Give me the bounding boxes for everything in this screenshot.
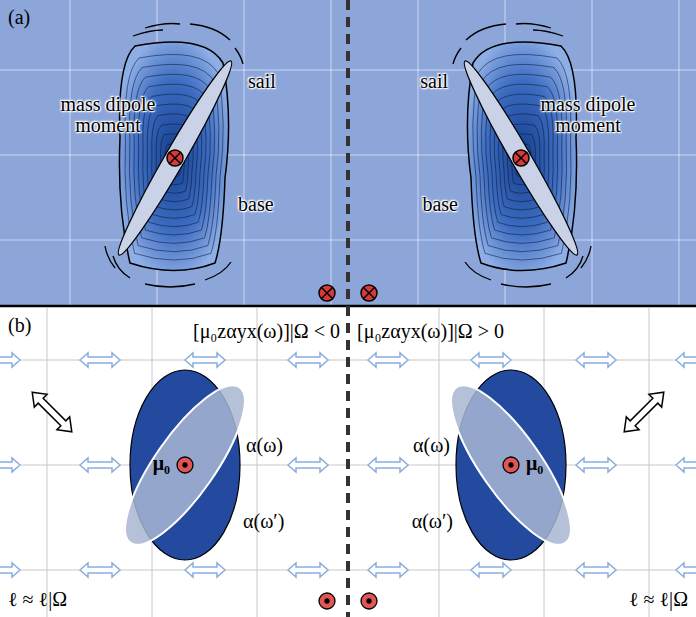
- field-arrow: [80, 458, 120, 472]
- part-label: mass dipole moment: [536, 94, 640, 136]
- part-label: base: [238, 193, 274, 215]
- polarizability-label: α(ω′): [412, 510, 453, 532]
- polarizability-label: α(ω): [413, 434, 450, 456]
- part-label: sail: [248, 70, 276, 92]
- grid-line: [439, 308, 440, 617]
- part-label: base: [422, 193, 458, 215]
- field-arrow: [288, 353, 328, 367]
- dipole-label: μ₀: [526, 452, 543, 474]
- field-arrow: [676, 458, 696, 472]
- body: [105, 24, 243, 288]
- field-arrow: [576, 458, 616, 472]
- sail: [110, 56, 239, 260]
- field-arrow: [80, 353, 120, 367]
- mirror-line: [346, 0, 350, 617]
- formula: [μ₀zαyx(ω)]|Ω > 0: [357, 320, 504, 342]
- length-label: ℓ ≈ ℓ|Ω: [629, 588, 688, 610]
- grid-line: [257, 308, 258, 617]
- field-arrow: [0, 563, 20, 577]
- motion-marks: [105, 24, 243, 288]
- field-arrow: [0, 353, 20, 367]
- field-arrow: [80, 563, 120, 577]
- body: [453, 24, 591, 288]
- polarizability-label: α(ω′): [243, 510, 284, 532]
- field-arrow: [185, 353, 225, 367]
- formula: [μ₀zαyx(ω)]|Ω < 0: [193, 320, 340, 342]
- panel-label: (b): [8, 314, 31, 336]
- field-arrow: [368, 458, 408, 472]
- field-arrow: [576, 563, 616, 577]
- grid-line: [70, 0, 71, 306]
- dipole-label: μ₀: [153, 452, 170, 474]
- grid-line: [244, 0, 245, 306]
- polarizability-label: α(ω): [246, 434, 283, 456]
- field-arrow: [676, 353, 696, 367]
- part-label: mass dipole moment: [56, 94, 160, 136]
- grid-line: [679, 0, 680, 306]
- grid-line: [592, 0, 593, 306]
- field-arrow: [676, 563, 696, 577]
- field-arrow: [288, 458, 328, 472]
- motion-marks: [453, 24, 591, 288]
- sail: [456, 56, 585, 260]
- field-arrow: [368, 353, 408, 367]
- polarizability-ellipses: [432, 370, 590, 560]
- grid-line: [649, 308, 650, 617]
- grid-line: [418, 0, 419, 306]
- field-arrow: [288, 563, 328, 577]
- grid-line: [331, 0, 332, 306]
- field-arrow: [471, 353, 511, 367]
- polarizability-ellipses: [106, 370, 264, 560]
- grid-line: [47, 308, 48, 617]
- field-arrow: [576, 353, 616, 367]
- field-arrow: [471, 563, 511, 577]
- field-arrow: [368, 563, 408, 577]
- field-arrow: [185, 563, 225, 577]
- length-label: ℓ ≈ ℓ|Ω: [8, 588, 67, 610]
- field-arrow: [0, 458, 20, 472]
- part-label: sail: [420, 70, 448, 92]
- panel-label: (a): [8, 6, 30, 28]
